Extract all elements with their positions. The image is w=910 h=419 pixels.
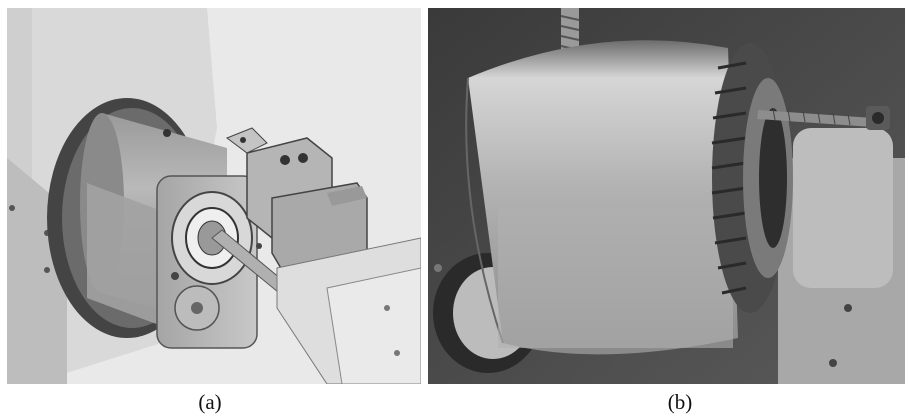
panel-b-photograph: [428, 8, 905, 384]
panel-a-cad-render: [7, 8, 421, 384]
cad-render-image: [7, 8, 421, 384]
photograph-image: [428, 8, 905, 384]
panel-a-caption: (a): [198, 390, 222, 414]
panel-b-caption: (b): [667, 390, 693, 414]
